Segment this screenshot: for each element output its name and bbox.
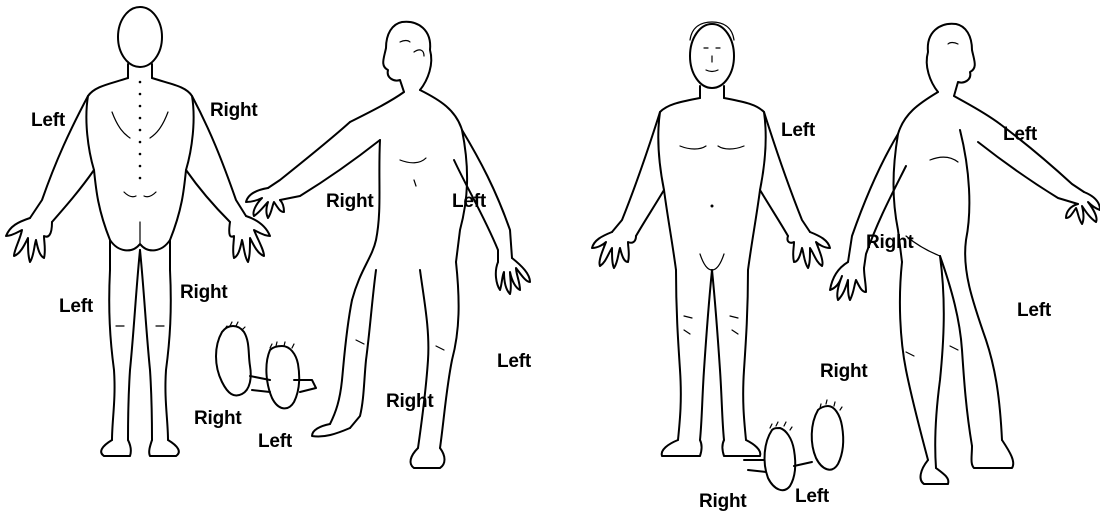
posterior-label-right-lower: Right — [180, 283, 228, 302]
soles-left-group — [216, 322, 316, 408]
posterior-label-right-upper: Right — [210, 101, 258, 120]
right-lateral-label-left-arm: Left — [452, 192, 486, 211]
right-lateral-label-left-leg: Left — [497, 352, 531, 371]
soles-label-right-1: Right — [194, 409, 242, 428]
posterior-label-left-lower: Left — [59, 297, 93, 316]
left-lateral-label-left-leg: Left — [1017, 301, 1051, 320]
left-lateral-label-right-arm: Right — [866, 233, 914, 252]
spine-dots — [139, 81, 142, 180]
soles-right-group — [744, 400, 843, 490]
right-lateral-label-right-leg: Right — [386, 392, 434, 411]
anterior-view-figure — [592, 22, 830, 456]
left-lateral-view-figure — [830, 24, 1100, 484]
right-lateral-label-right-arm: Right — [326, 192, 374, 211]
posterior-label-left-upper: Left — [31, 111, 65, 130]
soles-label-left-2: Left — [795, 487, 829, 506]
posterior-view-figure — [6, 7, 270, 456]
soles-label-left-1: Left — [258, 432, 292, 451]
soles-label-right-2: Right — [699, 492, 747, 511]
left-lateral-label-left-arm: Left — [1003, 125, 1037, 144]
anterior-label-left: Left — [781, 121, 815, 140]
left-lateral-label-right-leg: Right — [820, 362, 868, 381]
